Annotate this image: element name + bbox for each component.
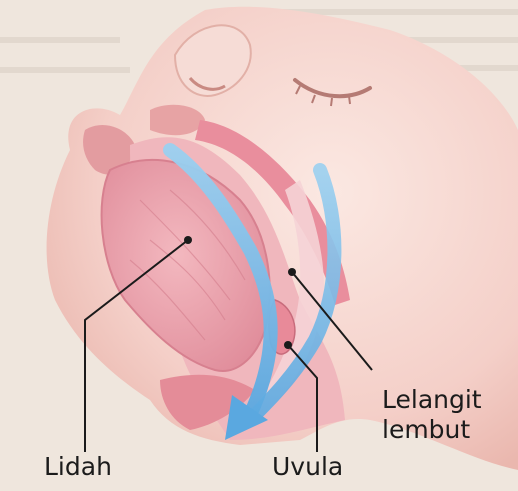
uvula-label: Uvula (272, 453, 343, 480)
soft-palate-label-line1: Lelangit (382, 386, 482, 413)
soft-palate-label-line2: lembut (382, 416, 470, 443)
tongue-label: Lidah (44, 453, 112, 480)
